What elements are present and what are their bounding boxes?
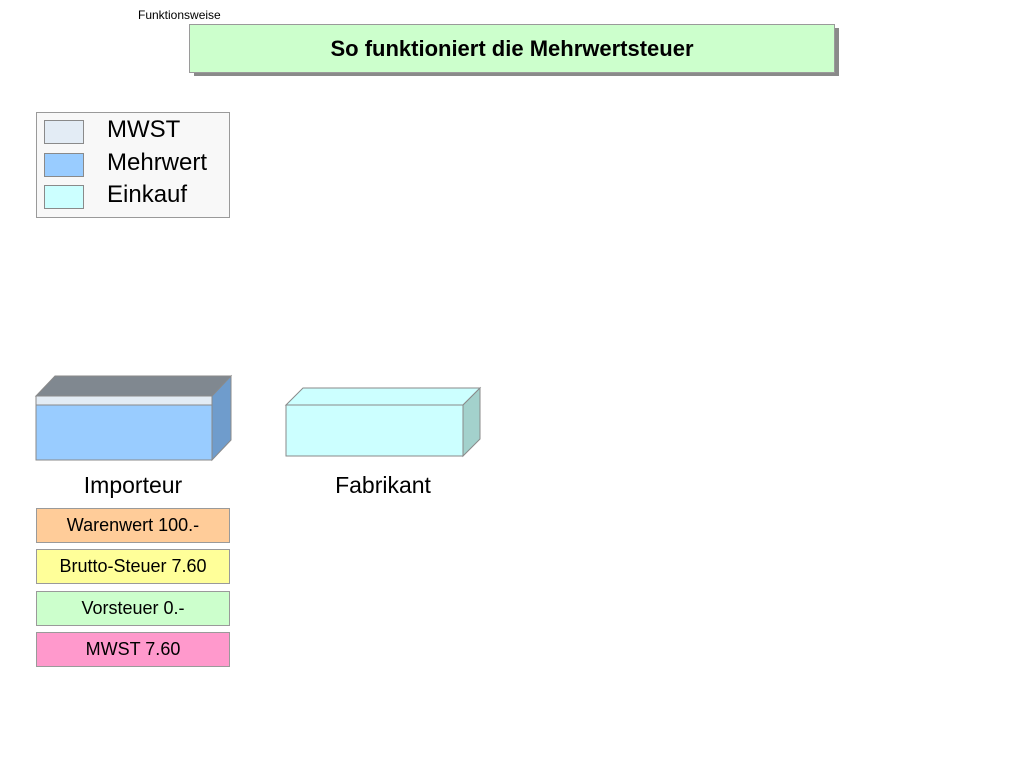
legend-swatch-einkauf bbox=[44, 185, 84, 209]
fabrikant-box bbox=[284, 386, 482, 458]
page-title: So funktioniert die Mehrwertsteuer bbox=[189, 24, 835, 73]
brutto-steuer-box: Brutto-Steuer 7.60 bbox=[36, 549, 230, 584]
legend-label-mehrwert: Mehrwert bbox=[107, 149, 208, 176]
legend-swatch-mehrwert bbox=[44, 153, 84, 177]
fabrikant-box-top bbox=[284, 387, 482, 406]
importeur-box bbox=[34, 374, 233, 462]
legend-swatch-mwst bbox=[44, 120, 84, 144]
section-label: Funktionsweise bbox=[138, 8, 221, 22]
importeur-label: Importeur bbox=[83, 472, 183, 498]
warenwert-box: Warenwert 100.- bbox=[36, 508, 230, 543]
fabrikant-box-front bbox=[285, 404, 464, 457]
vorsteuer-box: Vorsteuer 0.- bbox=[36, 591, 230, 626]
importeur-box-front bbox=[35, 404, 213, 461]
legend-label-mwst: MWST bbox=[107, 116, 181, 143]
fabrikant-label: Fabrikant bbox=[335, 472, 431, 498]
mwst-box: MWST 7.60 bbox=[36, 632, 230, 667]
importeur-box-tax-strip bbox=[35, 395, 213, 406]
legend: MWST Mehrwert Einkauf bbox=[36, 112, 230, 218]
importeur-box-top bbox=[34, 375, 233, 397]
legend-label-einkauf: Einkauf bbox=[107, 181, 188, 208]
